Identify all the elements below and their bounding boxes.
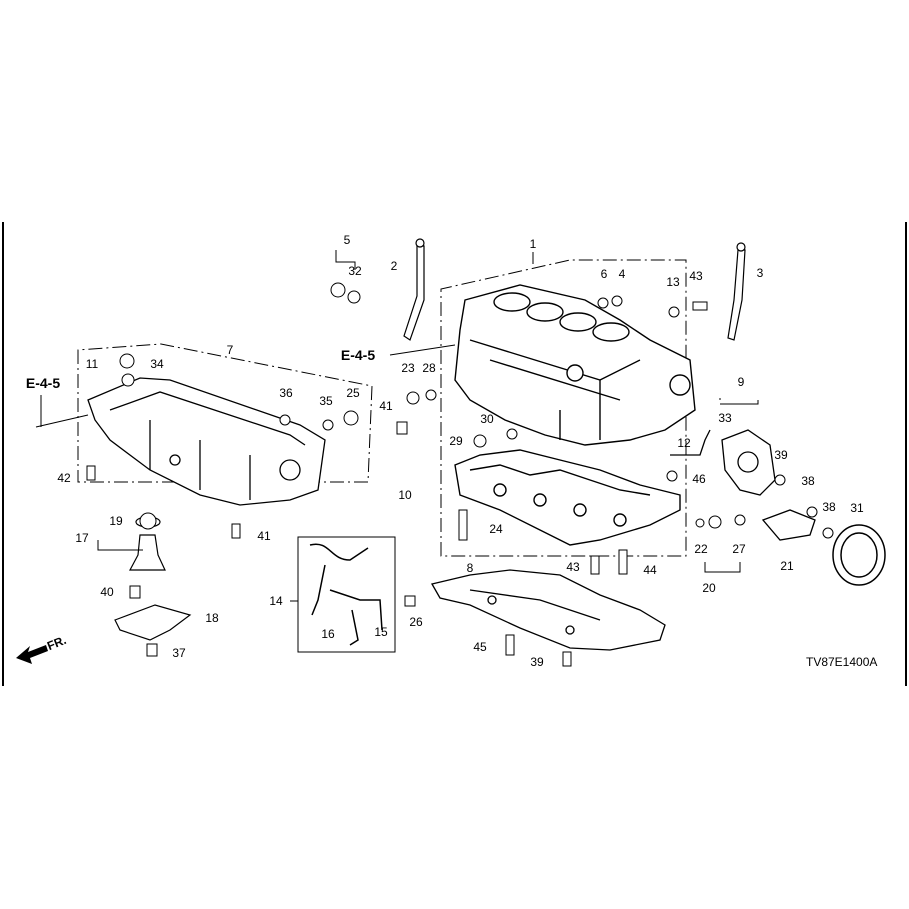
ref-e-4-5-oil-pan[interactable]: E-4-5 (25, 375, 61, 391)
callout-45: 45 (473, 640, 487, 654)
callout-14: 14 (269, 594, 283, 608)
callout-35: 35 (319, 394, 333, 408)
diagram-code: TV87E1400A (806, 655, 878, 669)
oil-seal (832, 524, 886, 586)
callout-29: 29 (449, 434, 463, 448)
callout-27: 27 (732, 542, 746, 556)
callout-39-b: 39 (530, 655, 544, 669)
callout-10: 10 (398, 488, 412, 502)
callout-9: 9 (737, 375, 745, 389)
callout-26: 26 (409, 615, 423, 629)
callout-33: 33 (718, 411, 732, 425)
callout-16: 16 (321, 627, 335, 641)
callout-5: 5 (343, 233, 351, 247)
callout-6: 6 (600, 267, 608, 281)
callout-1: 1 (529, 237, 537, 251)
callout-12: 12 (677, 436, 691, 450)
oil-pan (87, 377, 326, 506)
callout-36: 36 (279, 386, 293, 400)
callout-20: 20 (702, 581, 716, 595)
callout-31: 31 (850, 501, 864, 515)
callout-11: 11 (85, 357, 99, 371)
callout-41-b: 41 (257, 529, 271, 543)
callout-24: 24 (489, 522, 503, 536)
callout-43-a: 43 (689, 269, 703, 283)
callout-4: 4 (618, 267, 626, 281)
callout-22: 22 (694, 542, 708, 556)
callout-38-a: 38 (801, 474, 815, 488)
callout-19: 19 (109, 514, 123, 528)
callout-38-b: 38 (822, 500, 836, 514)
callout-32: 32 (348, 264, 362, 278)
callout-3: 3 (756, 266, 764, 280)
callout-41-a: 41 (379, 399, 393, 413)
cylinder-block (454, 284, 696, 446)
callout-17: 17 (75, 531, 89, 545)
callout-46: 46 (692, 472, 706, 486)
ref-e-4-5-block[interactable]: E-4-5 (340, 347, 376, 363)
callout-8: 8 (466, 561, 474, 575)
callout-13: 13 (666, 275, 680, 289)
front-arrow-icon (16, 645, 48, 664)
callout-44: 44 (643, 563, 657, 577)
callout-15: 15 (374, 625, 388, 639)
callout-2: 2 (390, 259, 398, 273)
callout-42: 42 (57, 471, 71, 485)
lower-block (454, 449, 681, 546)
callout-37: 37 (172, 646, 186, 660)
under-cover (431, 569, 666, 651)
callout-28: 28 (422, 361, 436, 375)
callout-34: 34 (150, 357, 164, 371)
callout-39-a: 39 (774, 448, 788, 462)
callout-25: 25 (346, 386, 360, 400)
callout-7: 7 (226, 343, 234, 357)
callout-21: 21 (780, 559, 794, 573)
callout-23: 23 (401, 361, 415, 375)
wire-harness (309, 543, 383, 646)
callout-30: 30 (480, 412, 494, 426)
callout-40: 40 (100, 585, 114, 599)
callout-18: 18 (205, 611, 219, 625)
callout-43-b: 43 (566, 560, 580, 574)
